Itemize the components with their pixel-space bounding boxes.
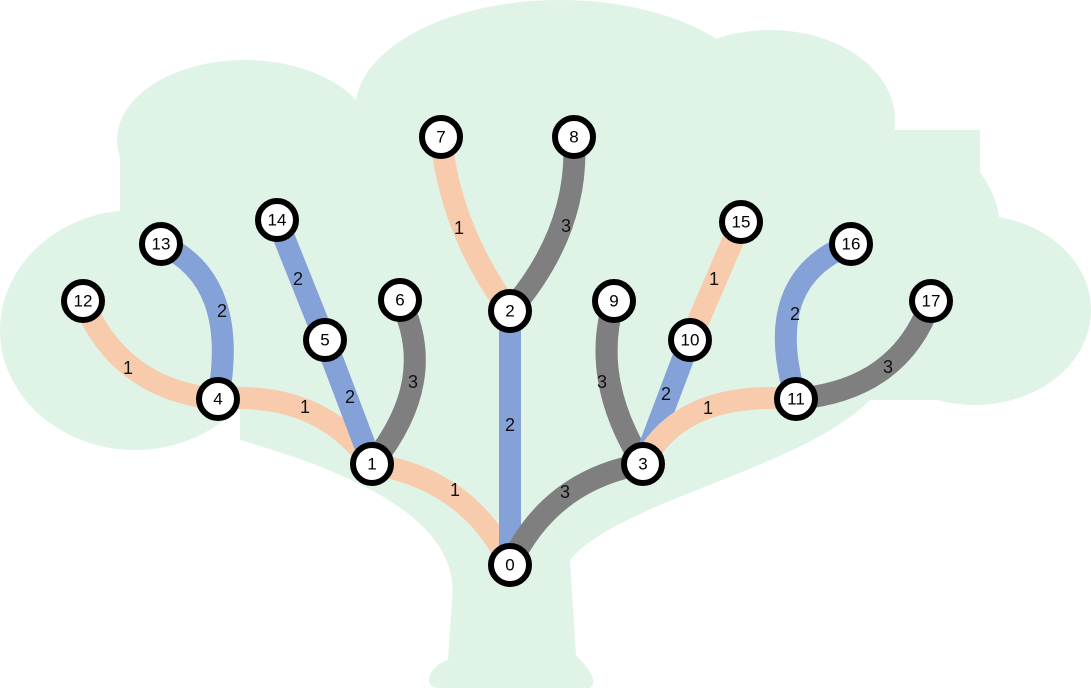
edge-weight-label-3-11: 1 bbox=[703, 398, 713, 418]
edge-weight-label-1-6: 3 bbox=[408, 372, 418, 392]
node-1: 1 bbox=[350, 442, 394, 486]
node-circle bbox=[592, 279, 636, 323]
node-15: 15 bbox=[719, 200, 763, 244]
node-circle bbox=[488, 543, 532, 587]
node-9: 9 bbox=[592, 279, 636, 323]
edge-11-16 bbox=[774, 233, 856, 403]
tree-trunk bbox=[240, 380, 880, 688]
node-circle bbox=[255, 198, 299, 242]
node-label: 0 bbox=[505, 556, 514, 575]
node-14: 14 bbox=[255, 198, 299, 242]
node-circle bbox=[829, 222, 873, 266]
edge-weight-label-3-9: 3 bbox=[597, 372, 607, 392]
node-label: 5 bbox=[320, 331, 329, 350]
node-label: 10 bbox=[681, 331, 700, 350]
node-0: 0 bbox=[488, 543, 532, 587]
edge-weight-label-1-4: 1 bbox=[300, 397, 310, 417]
edge-4-12 bbox=[72, 296, 220, 410]
node-13: 13 bbox=[139, 222, 183, 266]
node-2: 2 bbox=[488, 289, 532, 333]
node-circle bbox=[61, 279, 105, 323]
edge-weight-label-4-13: 2 bbox=[217, 301, 227, 321]
node-circle bbox=[774, 377, 818, 421]
edge-weight-label-0-2: 2 bbox=[505, 415, 515, 435]
edge-weight-label-5-14: 2 bbox=[293, 269, 303, 289]
node-label: 3 bbox=[638, 455, 647, 474]
node-16: 16 bbox=[829, 222, 873, 266]
node-label: 8 bbox=[569, 128, 578, 147]
node-circle bbox=[196, 377, 240, 421]
edge-weight-label-2-7: 1 bbox=[454, 218, 464, 238]
edge-weight-label-3-10: 2 bbox=[661, 384, 671, 404]
edge-weight-label-4-12: 1 bbox=[123, 358, 133, 378]
node-circle bbox=[139, 222, 183, 266]
node-label: 11 bbox=[787, 390, 805, 409]
node-label: 14 bbox=[268, 211, 287, 230]
node-circle bbox=[303, 318, 347, 362]
edge-weight-label-10-15: 1 bbox=[709, 269, 719, 289]
node-label: 7 bbox=[436, 128, 445, 147]
edge-weight-label-11-16: 2 bbox=[790, 304, 800, 324]
node-17: 17 bbox=[909, 279, 953, 323]
node-label: 4 bbox=[213, 390, 222, 409]
edge-1-5 bbox=[314, 336, 383, 468]
edge-weight-label-1-5: 2 bbox=[345, 387, 355, 407]
node-8: 8 bbox=[552, 115, 596, 159]
node-circle bbox=[552, 115, 596, 159]
node-label: 6 bbox=[395, 291, 404, 310]
node-circle bbox=[668, 318, 712, 362]
edge-weight-label-11-17: 3 bbox=[883, 357, 893, 377]
node-circle bbox=[378, 278, 422, 322]
edge-weight-label-0-1: 1 bbox=[450, 480, 460, 500]
node-label: 9 bbox=[609, 292, 618, 311]
node-label: 2 bbox=[505, 302, 514, 321]
node-12: 12 bbox=[61, 279, 105, 323]
node-5: 5 bbox=[303, 318, 347, 362]
edge-2-7 bbox=[430, 135, 519, 318]
node-circle bbox=[719, 200, 763, 244]
node-circle bbox=[419, 115, 463, 159]
edge-weight-label-2-8: 3 bbox=[561, 216, 571, 236]
node-label: 1 bbox=[367, 455, 376, 474]
edge-weight-label-0-3: 3 bbox=[560, 482, 570, 502]
node-6: 6 bbox=[378, 278, 422, 322]
node-label: 17 bbox=[922, 292, 941, 311]
node-label: 13 bbox=[152, 235, 171, 254]
node-circle bbox=[909, 279, 953, 323]
node-11: 11 bbox=[774, 377, 818, 421]
node-4: 4 bbox=[196, 377, 240, 421]
node-circle bbox=[488, 289, 532, 333]
node-10: 10 bbox=[668, 318, 712, 362]
node-label: 15 bbox=[732, 213, 751, 232]
node-circle bbox=[621, 442, 665, 486]
node-label: 16 bbox=[842, 235, 861, 254]
node-label: 12 bbox=[74, 292, 93, 311]
node-7: 7 bbox=[419, 115, 463, 159]
node-circle bbox=[350, 442, 394, 486]
node-3: 3 bbox=[621, 442, 665, 486]
